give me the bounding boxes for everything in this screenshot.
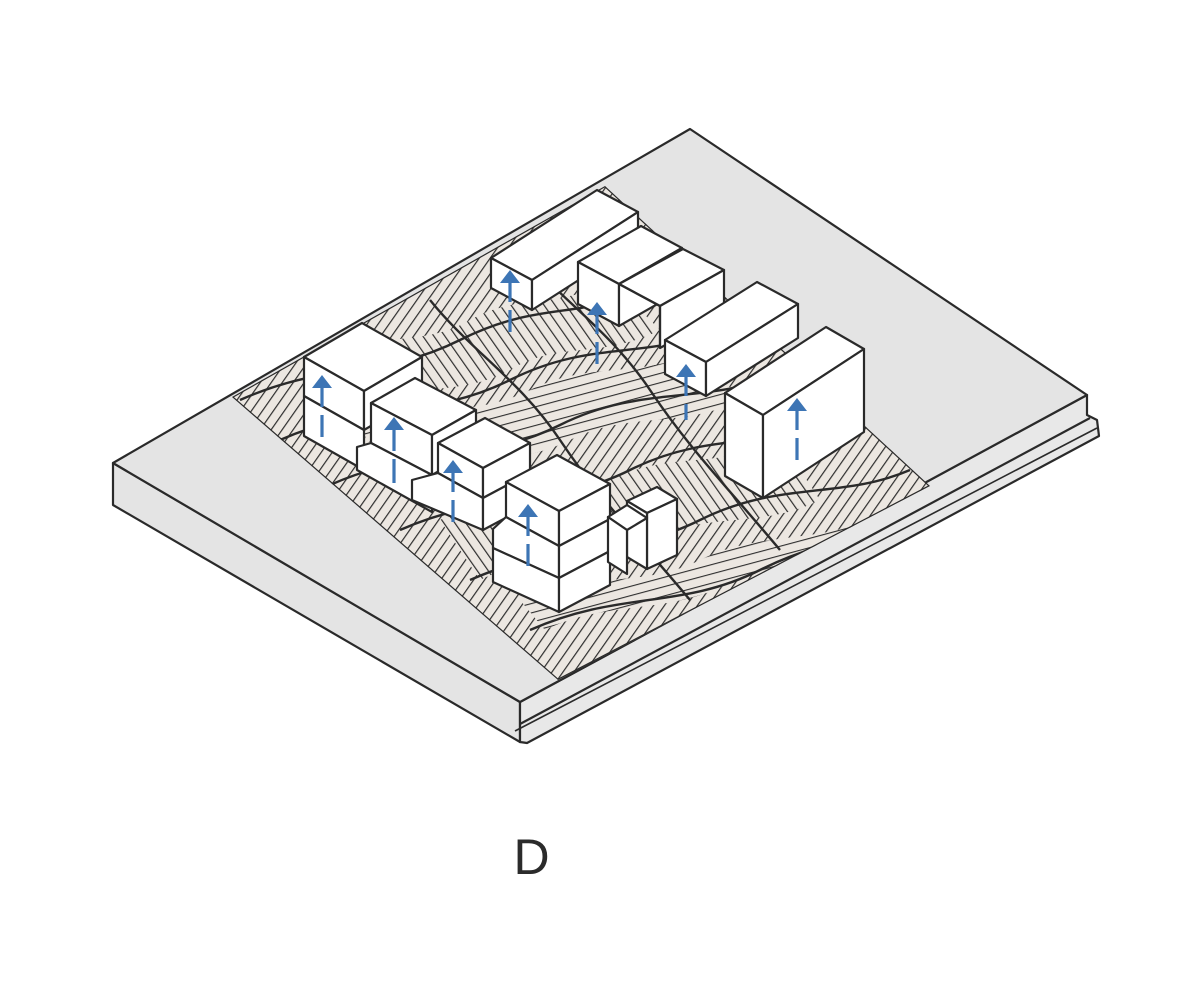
arrow-up-icon [518,504,538,568]
building-8 [491,453,612,614]
arrow-up-icon [787,398,807,463]
building-4-tall [723,325,866,500]
arrow-up-icon [500,270,520,332]
arrow-up-icon [587,302,607,365]
growth-arrows [312,270,807,568]
arrow-up-icon [676,364,696,420]
building-2 [576,224,726,350]
arrow-up-icon [384,417,404,488]
terrain-band-4 [520,515,905,630]
arrow-up-icon [443,460,463,525]
diagram-caption: D [513,829,551,885]
building-9-small [606,485,679,576]
arrow-up-icon [312,375,332,440]
buildings [302,188,866,614]
building-3 [663,280,800,398]
